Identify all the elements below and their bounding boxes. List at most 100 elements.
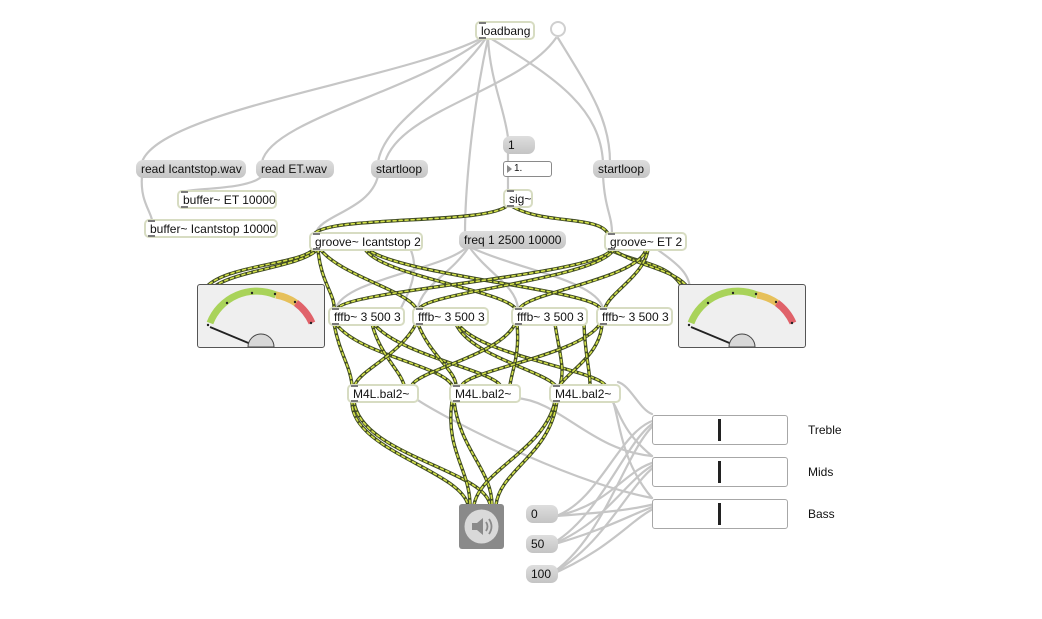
signal-cord-0 [313,204,509,235]
signal-cord-26-outline [558,322,604,387]
signal-cord-1-outline [508,203,610,236]
mids-slider[interactable] [652,457,788,487]
groove-icantstop-object[interactable]: groove~ Icantstop 2 [309,232,423,251]
signal-cord-21-outline [456,322,607,387]
fffb-object-2[interactable]: fffb~ 3 500 3 [412,307,489,326]
signal-cord-4 [607,248,685,291]
startloop-message-right[interactable]: startloop [593,160,650,178]
signal-cord-18-outline [353,322,418,387]
signal-cord-20-outline [454,322,557,387]
signal-cord-10 [337,248,613,309]
level-meter-left [197,284,325,348]
signal-cord-11 [419,248,615,309]
bass-slider[interactable] [652,499,788,529]
signal-cord-15-outline [334,322,454,387]
signal-cord-12-outline [518,247,648,310]
signal-cord-4-outline [606,247,686,292]
speaker-icon [464,509,499,544]
signal-cord-17-outline [372,322,502,387]
number-arrow-icon [507,165,512,173]
ezdac-speaker-button[interactable] [459,504,504,549]
signal-cord-16-outline [370,322,406,387]
signal-cord-8 [364,248,516,309]
fffb-object-3[interactable]: fffb~ 3 500 3 [511,307,588,326]
number-value: 1. [514,163,523,174]
signal-cord-29-outline [352,399,492,507]
mids-label: Mids [808,465,834,479]
treble-slider[interactable] [652,415,788,445]
signal-cord-31 [453,400,493,506]
signal-cord-32-outline [472,399,557,507]
signal-cord-19-outline [416,322,458,387]
hundred-message[interactable]: 100 [526,565,558,583]
signal-cord-19 [417,323,457,386]
signal-cord-18 [354,323,417,386]
signal-cord-24-outline [553,322,564,387]
signal-cord-8-outline [363,247,517,310]
signal-cord-1 [509,204,609,235]
signal-cord-27 [583,323,591,386]
signal-cord-22-outline [410,322,517,387]
signal-cord-22 [411,323,516,386]
signal-cord-20 [455,323,556,386]
signal-cord-15 [335,323,453,386]
slider-knob[interactable] [718,419,721,441]
treble-label: Treble [808,423,842,437]
signal-cord-12 [519,248,647,309]
fffb-object-1[interactable]: fffb~ 3 500 3 [328,307,405,326]
signal-cord-7-outline [318,247,418,310]
signal-cord-9 [366,248,601,309]
zero-message[interactable]: 0 [526,505,558,523]
meter-gauge-icon [687,287,797,348]
signal-cord-23-outline [508,322,520,387]
signal-cord-11-outline [418,247,616,310]
signal-cord-14-outline [332,322,354,387]
buffer-et-object[interactable]: buffer~ ET 10000 [177,190,277,209]
startloop-message-left[interactable]: startloop [371,160,428,178]
fifty-message[interactable]: 50 [526,535,558,553]
signal-cord-0-outline [312,203,510,236]
signal-cord-14 [333,323,353,386]
buffer-icantstop-object[interactable]: buffer~ Icantstop 10000 [144,219,278,238]
read-et-message[interactable]: read ET.wav [256,160,334,178]
signal-cord-25 [461,323,601,386]
signal-cord-17 [373,323,501,386]
one-message[interactable]: 1 [503,136,535,154]
signal-cord-27-outline [582,322,592,387]
signal-cord-33 [495,400,558,506]
signal-cord-33-outline [494,399,559,507]
m4l-bal2-object-2[interactable]: M4L.bal2~ [449,384,521,403]
freq-message[interactable]: freq 1 2500 10000 [459,231,566,249]
bass-label: Bass [808,507,835,521]
toggle-circle-icon[interactable] [550,21,566,37]
signal-cord-25-outline [460,322,602,387]
signal-cord-7 [319,248,417,309]
meter-gauge-icon [206,287,316,348]
signal-cord-13-outline [603,247,650,310]
signal-cord-26 [559,323,603,386]
signal-cord-9-outline [365,247,602,310]
signal-cord-24 [554,323,563,386]
signal-cord-28 [351,400,469,506]
m4l-bal2-object-3[interactable]: M4L.bal2~ [549,384,621,403]
signal-cord-10-outline [336,247,614,310]
fffb-object-4[interactable]: fffb~ 3 500 3 [596,307,673,326]
m4l-bal2-object-1[interactable]: M4L.bal2~ [347,384,419,403]
signal-cord-29 [353,400,491,506]
sig-object[interactable]: sig~ [503,189,533,208]
slider-knob[interactable] [718,461,721,483]
signal-cord-30-outline [449,399,472,507]
signal-cord-16 [371,323,405,386]
read-icantstop-message[interactable]: read Icantstop.wav [136,160,246,178]
signal-cord-23 [509,323,519,386]
float-number-box[interactable]: 1. [503,161,552,177]
signal-cord-31-outline [452,399,494,507]
slider-knob[interactable] [718,503,721,525]
level-meter-right [678,284,806,348]
loadbang-object[interactable]: loadbang [475,21,535,40]
groove-et-object[interactable]: groove~ ET 2 [604,232,687,251]
signal-cord-28-outline [350,399,470,507]
signal-cord-21 [457,323,606,386]
signal-cord-13 [604,248,649,309]
